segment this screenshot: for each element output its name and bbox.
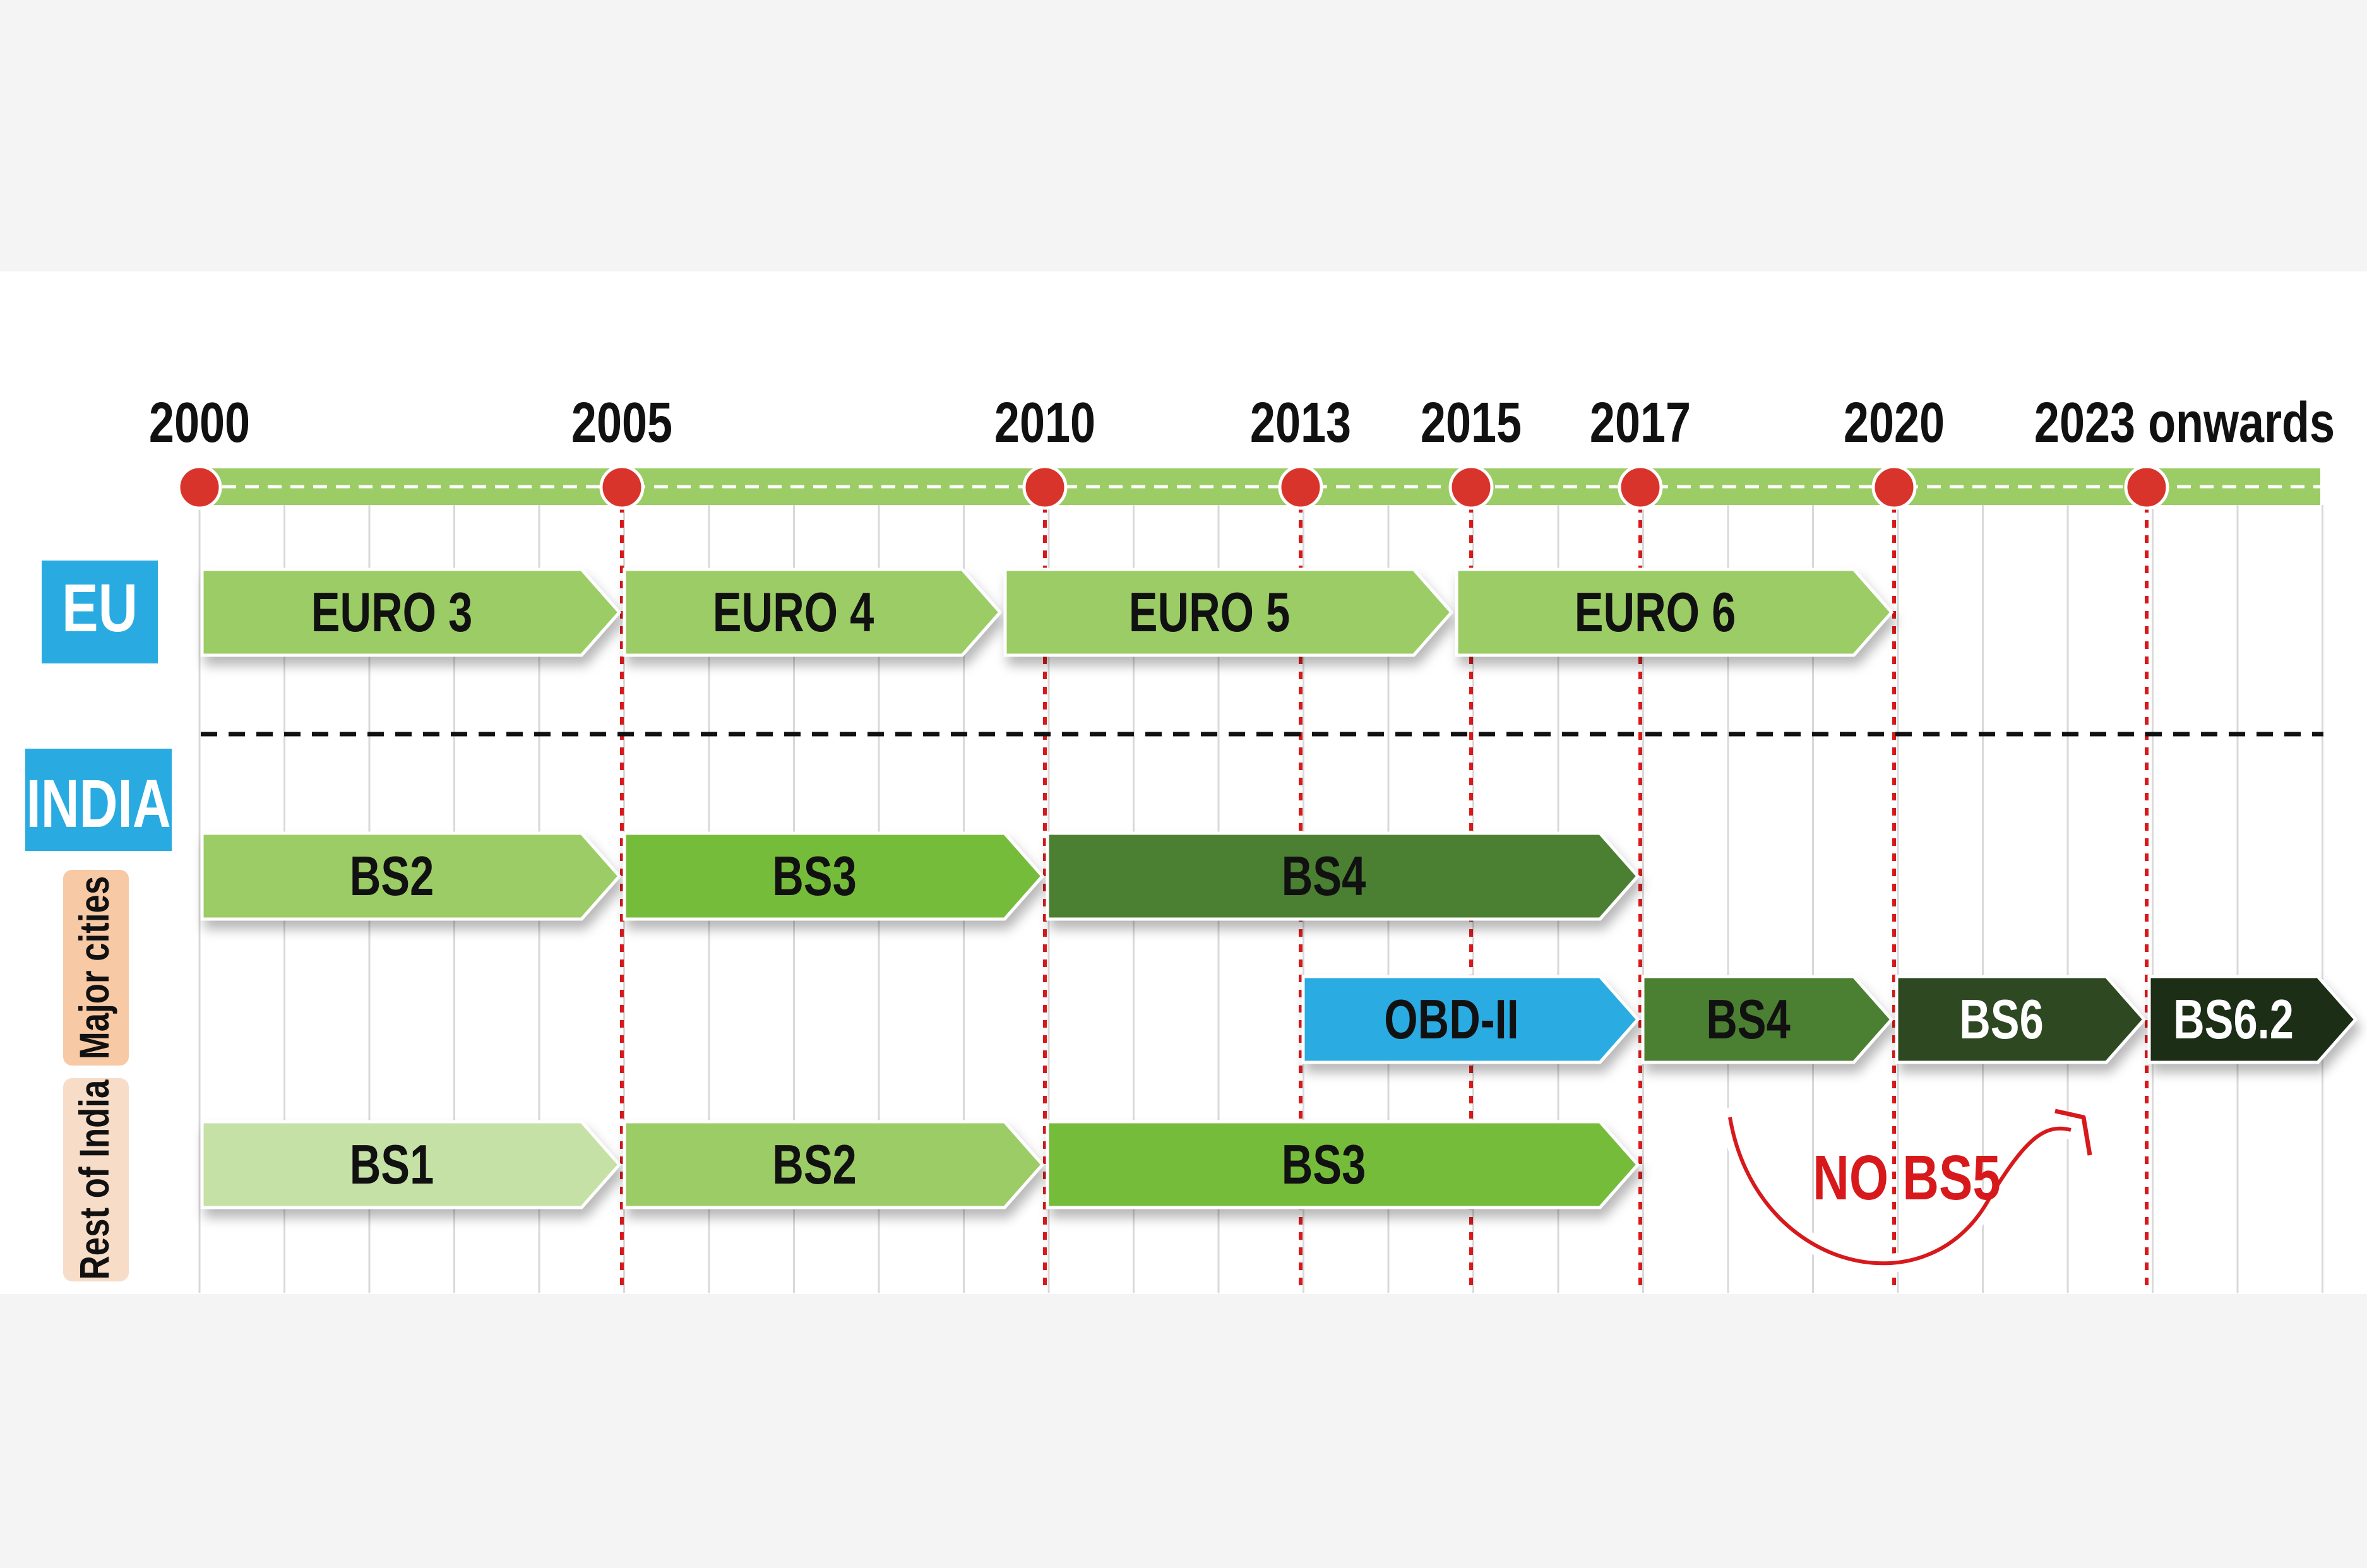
standard-arrow: BS3: [623, 831, 1045, 921]
arrow-shape: [1895, 975, 2147, 1064]
no-bs5-curved-arrow-outline: [1728, 1117, 2072, 1266]
year-axis: 2000 2005 2010 2013 2015 2017 2020 2023 onwards: [149, 391, 2335, 510]
arrow-shape: [623, 831, 1045, 921]
eu-badge: EU: [42, 561, 158, 663]
arrow-label: BS2: [350, 845, 434, 907]
year-label: 2005: [571, 391, 672, 454]
arrow-label: BS3: [772, 845, 857, 907]
arrow-shape: [1301, 975, 1640, 1064]
major-cities-badge: Major cities: [63, 870, 129, 1066]
arrow-label: EURO 6: [1575, 581, 1736, 643]
milestone-dot: [2124, 465, 2169, 510]
no-bs5-annotation: NO BS5: [1720, 1108, 2092, 1273]
milestone-dot: [1022, 465, 1068, 510]
year-label: 2015: [1421, 391, 1522, 454]
no-bs5-label: NO BS5: [1813, 1143, 2001, 1214]
arrow-shape: [200, 1120, 622, 1209]
year-label: 2010: [994, 391, 1095, 454]
milestone-dot: [599, 465, 645, 510]
milestone-dot: [177, 465, 222, 510]
arrow-shape: [2147, 975, 2358, 1064]
timeline-bar: [196, 468, 2320, 505]
arrow-shape: [200, 567, 622, 657]
arrow-label: BS4: [1706, 989, 1791, 1050]
standard-arrow: BS6.2: [2147, 975, 2358, 1064]
arrow-shape: [623, 567, 1003, 657]
arrow-shape: [1455, 567, 1894, 657]
standard-arrow: OBD-II: [1301, 975, 1640, 1064]
year-label: 2023 onwards: [2034, 391, 2335, 454]
india-badge: INDIA: [25, 749, 172, 851]
eu-label: EU: [62, 569, 138, 646]
year-label: 2013: [1250, 391, 1351, 454]
india-label: INDIA: [26, 765, 170, 842]
arrow-shape: [623, 1120, 1045, 1209]
arrow-shape: [200, 831, 622, 921]
arrow-shape: [1641, 975, 1894, 1064]
milestone-dot: [1618, 465, 1663, 510]
rest-of-india-badge: Rest of India: [63, 1078, 129, 1281]
standard-arrow: BS6: [1895, 975, 2147, 1064]
arrow-label: BS2: [772, 1134, 857, 1196]
standard-arrow: BS4: [1046, 831, 1640, 921]
arrow-label: EURO 3: [311, 581, 473, 643]
arrow-label: EURO 4: [713, 581, 874, 643]
milestone-dot: [1448, 465, 1494, 510]
standard-arrow: EURO 6: [1455, 567, 1894, 657]
milestone-dot: [1871, 465, 1917, 510]
arrow-shape: [1046, 831, 1640, 921]
arrow-label: BS1: [350, 1134, 434, 1196]
arrow-label: EURO 5: [1129, 581, 1291, 643]
standard-arrow: BS4: [1641, 975, 1894, 1064]
standard-arrow: BS2: [623, 1120, 1045, 1209]
no-bs5-arrowhead: [2054, 1108, 2092, 1156]
standard-arrow: BS3: [1046, 1120, 1640, 1209]
standard-arrow: EURO 5: [1003, 567, 1454, 657]
year-label: 2000: [149, 391, 250, 454]
arrow-label: BS6.2: [2173, 989, 2294, 1050]
year-label: 2017: [1590, 391, 1691, 454]
arrow-shape: [1003, 567, 1454, 657]
arrow-label: BS4: [1282, 845, 1366, 907]
standard-arrow: EURO 4: [623, 567, 1003, 657]
year-label: 2020: [1844, 391, 1945, 454]
major-cities-label: Major cities: [71, 876, 117, 1059]
arrow-shape: [1046, 1120, 1640, 1209]
arrow-label: OBD-II: [1384, 989, 1519, 1050]
standard-arrow: EURO 3: [200, 567, 622, 657]
arrow-label: BS6: [1959, 989, 2044, 1050]
standard-arrow: BS2: [200, 831, 622, 921]
milestone-dot: [1278, 465, 1323, 510]
rest-of-india-label: Rest of India: [71, 1079, 117, 1280]
arrow-label: BS3: [1282, 1134, 1366, 1196]
standard-arrow: BS1: [200, 1120, 622, 1209]
